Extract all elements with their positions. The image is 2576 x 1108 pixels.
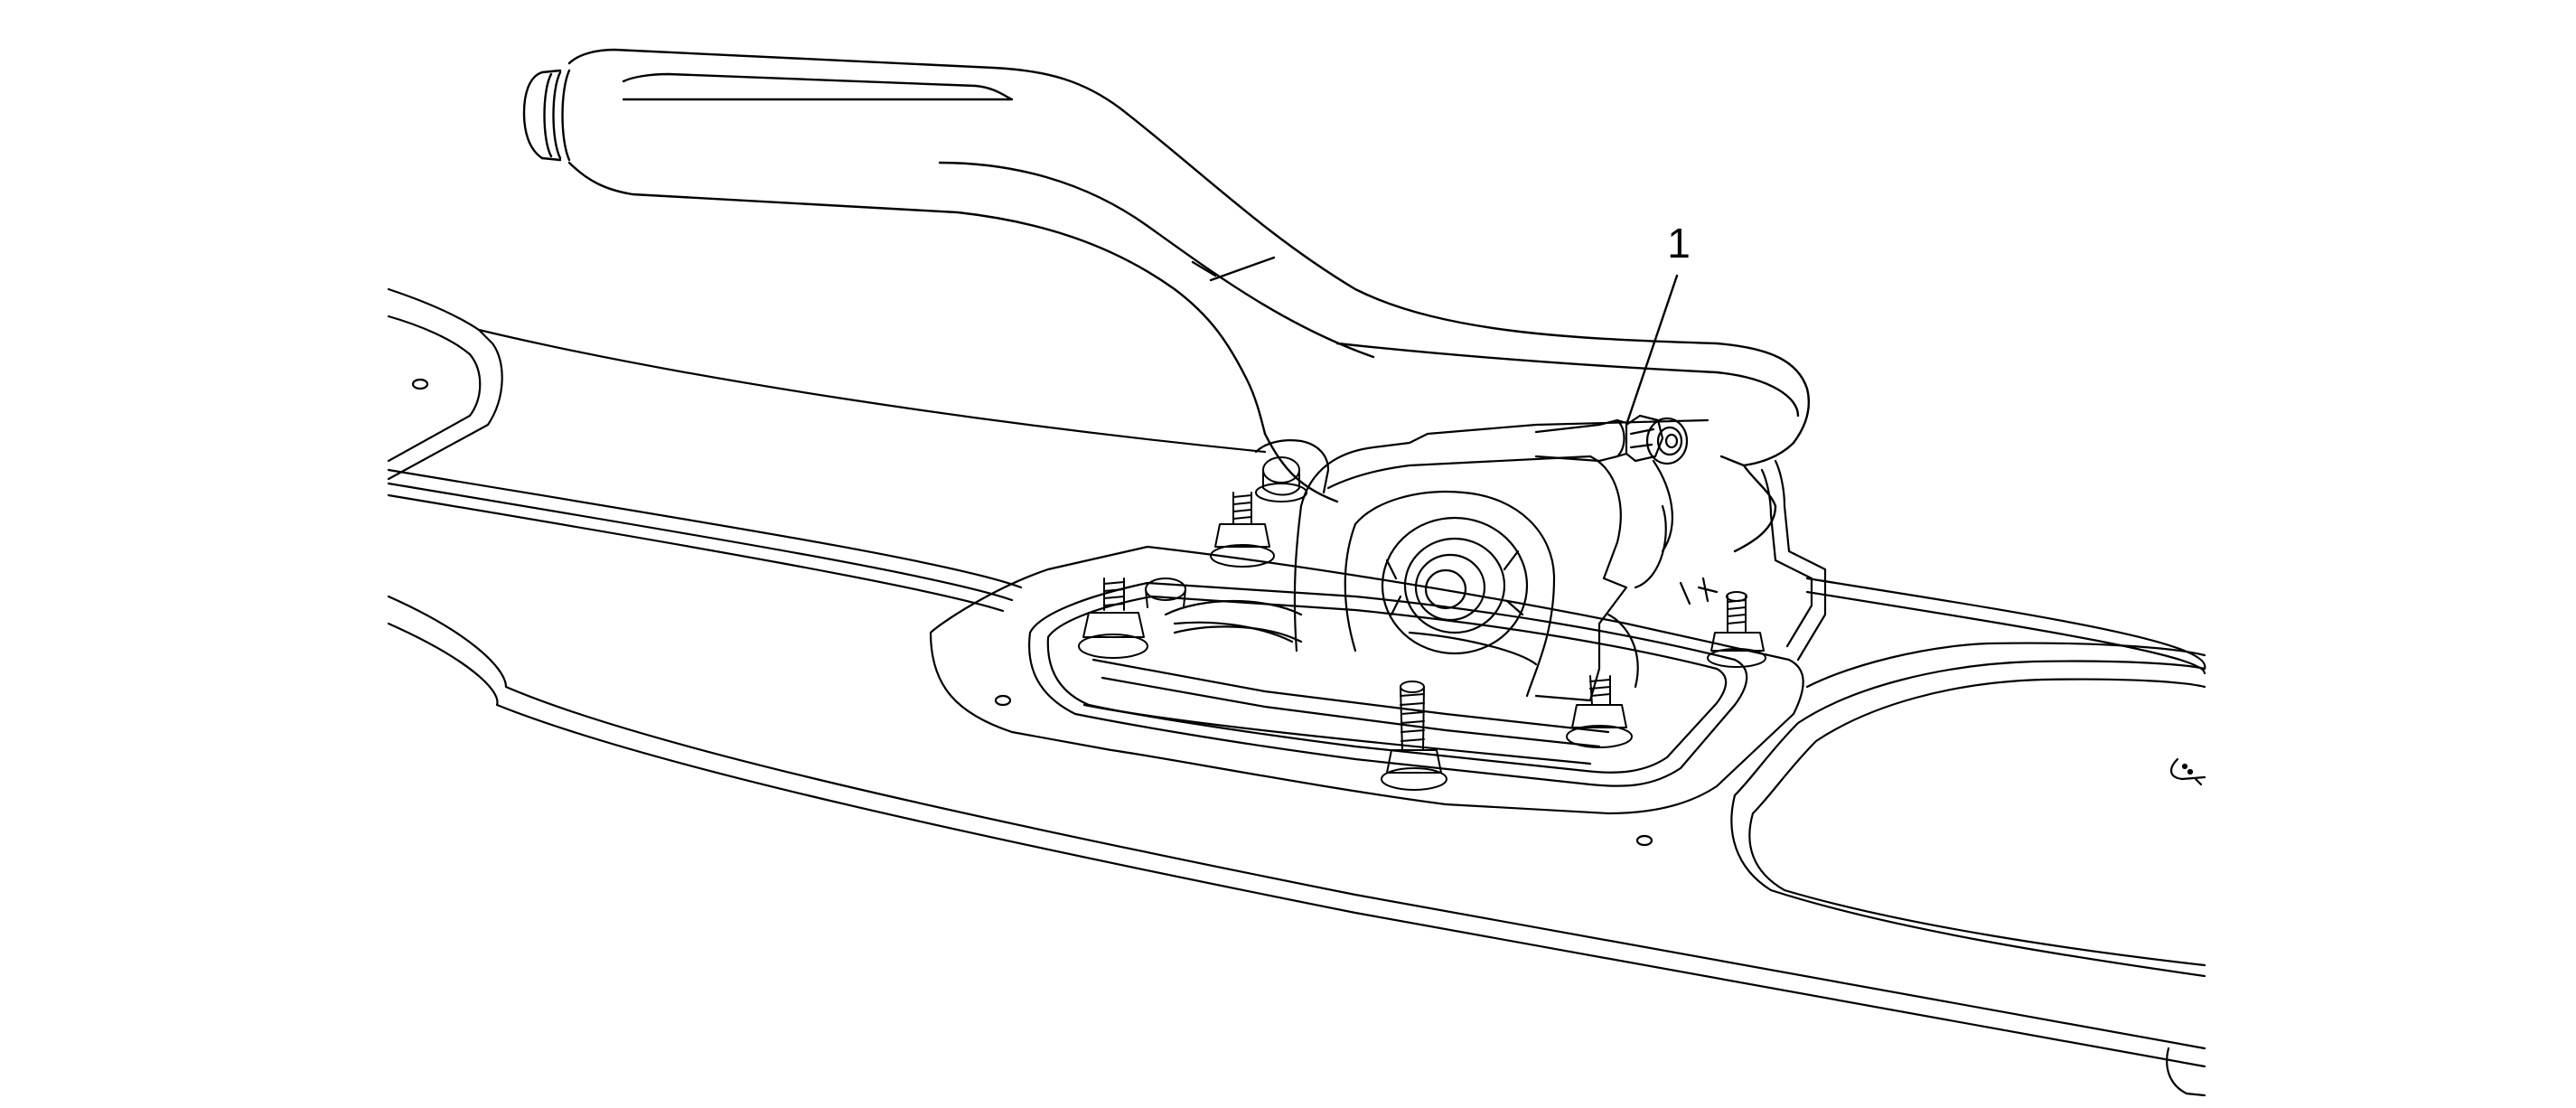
console-base [387,287,2206,1068]
storage-compartment [1730,642,2206,1097]
stud-left [1078,577,1148,659]
stud-front [1381,681,1447,791]
bracket-bolt [1255,456,1307,502]
callout-1-label: 1 [1667,220,1691,267]
release-button [522,69,571,162]
fasteners [1078,456,1766,791]
lever-mechanism [1164,418,1827,702]
stud-right-front [1566,675,1633,748]
handbrake-lever [522,48,1811,553]
stud-right-rear [1707,591,1766,668]
cable-adjuster-nut [1534,414,1689,465]
callout-1: 1 [1625,220,1691,427]
stud-upper-left [1210,492,1275,568]
pivot-hub [1381,516,1529,655]
callout-1-leader [1625,274,1679,427]
